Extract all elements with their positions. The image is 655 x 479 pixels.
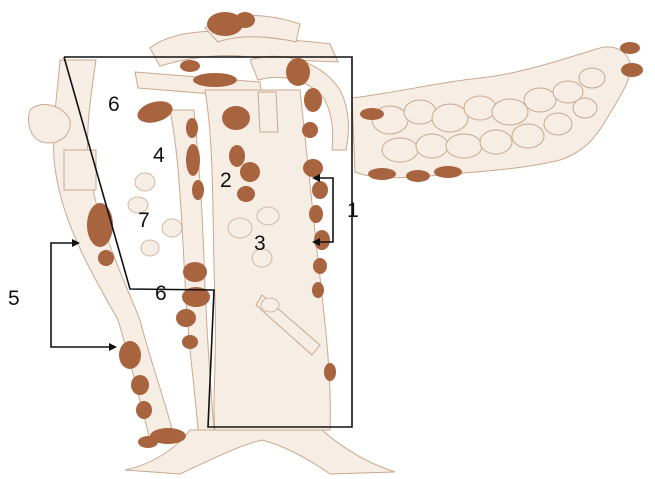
node: [286, 58, 310, 86]
label-1: 1: [347, 199, 359, 222]
node: [135, 98, 175, 127]
label-5: 5: [8, 287, 20, 310]
node: [186, 144, 200, 176]
label-4: 4: [153, 144, 165, 167]
node: [186, 118, 198, 138]
node: [183, 262, 207, 282]
node: [119, 341, 141, 369]
node: [87, 203, 113, 247]
node: [138, 436, 158, 448]
node: [222, 106, 250, 130]
label-6-lower: 6: [155, 282, 167, 305]
node: [368, 168, 396, 180]
node: [98, 250, 114, 266]
node: [309, 205, 323, 223]
node: [621, 63, 643, 77]
node: [406, 170, 430, 182]
node: [131, 375, 149, 395]
left-tube: [64, 150, 96, 190]
node: [193, 73, 237, 87]
label-3: 3: [254, 232, 266, 255]
label-6-upper: 6: [108, 93, 120, 116]
small-tube: [258, 92, 278, 132]
anatomy-illustration: [29, 16, 631, 475]
node: [237, 186, 255, 202]
node: [136, 401, 152, 419]
arrowhead: [109, 343, 117, 351]
node: [324, 363, 336, 381]
node: [313, 258, 327, 274]
node: [182, 335, 198, 349]
node: [312, 181, 328, 199]
node: [240, 162, 260, 182]
node: [312, 282, 324, 298]
label-7: 7: [138, 209, 150, 232]
node: [304, 88, 322, 112]
node: [302, 122, 318, 138]
label-2: 2: [220, 169, 232, 192]
node: [434, 166, 462, 178]
node: [235, 12, 255, 28]
node: [180, 60, 200, 72]
node: [360, 108, 384, 120]
node: [176, 309, 196, 327]
node: [620, 42, 640, 54]
node: [192, 180, 204, 200]
node: [229, 145, 245, 167]
